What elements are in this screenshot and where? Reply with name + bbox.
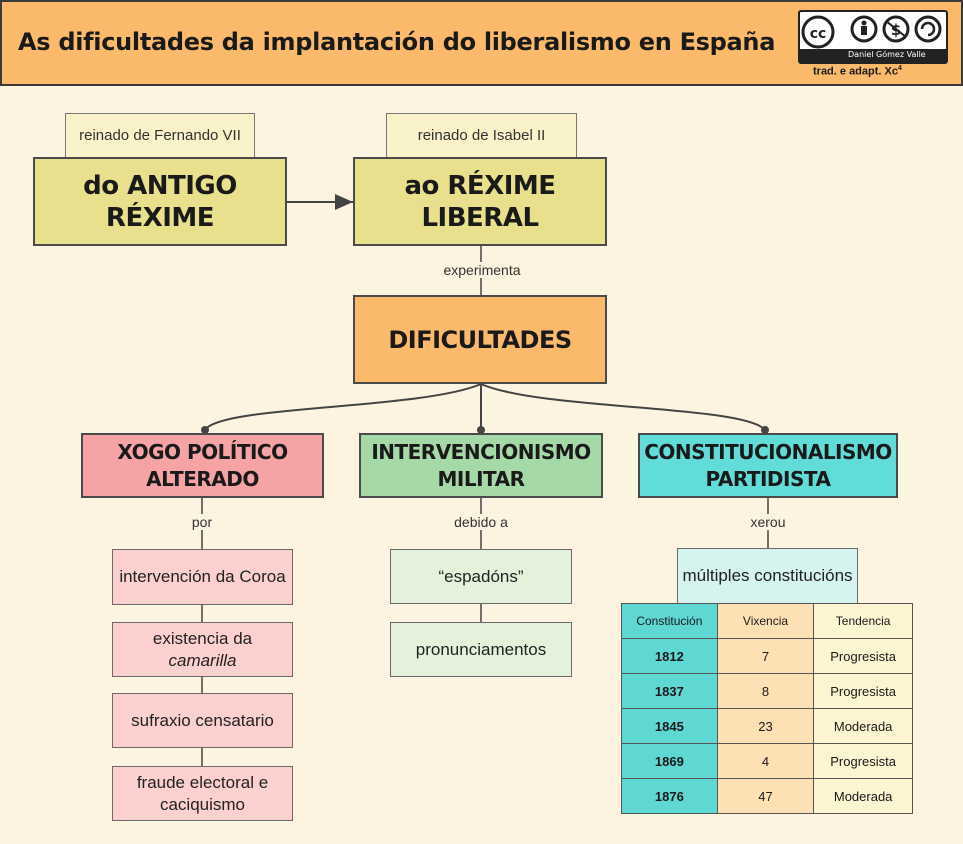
cell-vixencia: 7	[716, 638, 815, 674]
cell-constitucion: 1845	[621, 708, 718, 744]
link-experimenta: experimenta	[426, 262, 538, 278]
item-espadons: “espadóns”	[390, 549, 572, 604]
item-pronunciamentos: pronunciamentos	[390, 622, 572, 677]
link-debido: debido a	[440, 514, 522, 530]
credit-line: trad. e adapt. Xc4	[813, 65, 902, 78]
cell-constitucion: 1837	[621, 673, 718, 709]
header-constitucion: Constitución	[621, 603, 718, 639]
svg-text:cc: cc	[810, 26, 827, 42]
item-fraude: fraude electoral e caciquismo	[112, 766, 293, 821]
cell-tendencia: Moderada	[813, 778, 913, 814]
link-xerou: xerou	[740, 514, 796, 530]
cc-license-badge: cc $ Daniel Gómez Valle	[798, 10, 948, 64]
cell-constitucion: 1876	[621, 778, 718, 814]
category-intervencionismo: INTERVENCIONISMO MILITAR	[359, 433, 603, 498]
cell-vixencia: 8	[716, 673, 815, 709]
box-dificultades: DIFICULTADES	[353, 295, 607, 384]
item-sufraxio: sufraxio censatario	[112, 693, 293, 748]
cell-vixencia: 4	[716, 743, 815, 779]
tab-fernando: reinado de Fernando VII	[65, 113, 255, 157]
cell-tendencia: Progresista	[813, 638, 913, 674]
line-right-branch	[480, 383, 766, 431]
link-por: por	[180, 514, 224, 530]
cell-vixencia: 47	[716, 778, 815, 814]
cell-constitucion: 1812	[621, 638, 718, 674]
table-header-row: Constitución Vixencia Tendencia	[621, 603, 913, 639]
cell-tendencia: Progresista	[813, 673, 913, 709]
cc-author: Daniel Gómez Valle	[844, 50, 930, 59]
cell-constitucion: 1869	[621, 743, 718, 779]
cell-tendencia: Moderada	[813, 708, 913, 744]
category-xogo-politico: XOGO POLÍTICO ALTERADO	[81, 433, 324, 498]
tab-isabel: reinado de Isabel II	[386, 113, 577, 157]
header-tendencia: Tendencia	[813, 603, 913, 639]
category-constitucionalismo: CONSTITUCIONALISMO PARTIDISTA	[638, 433, 898, 498]
cell-vixencia: 23	[716, 708, 815, 744]
item-existencia-camarilla: existencia da camarilla	[112, 622, 293, 677]
cell-tendencia: Progresista	[813, 743, 913, 779]
box-antigo-rexime: do ANTIGO RÉXIME	[33, 157, 287, 246]
item-multiples-constitucions: múltiples constitucións	[677, 548, 858, 604]
item-intervencion-coroa: intervención da Coroa	[112, 549, 293, 605]
page-title: As dificultades da implantación do liber…	[18, 28, 776, 56]
box-rexime-liberal: ao RÉXIME LIBERAL	[353, 157, 607, 246]
header-vixencia: Vixencia	[716, 603, 815, 639]
line-left-branch	[204, 383, 482, 431]
